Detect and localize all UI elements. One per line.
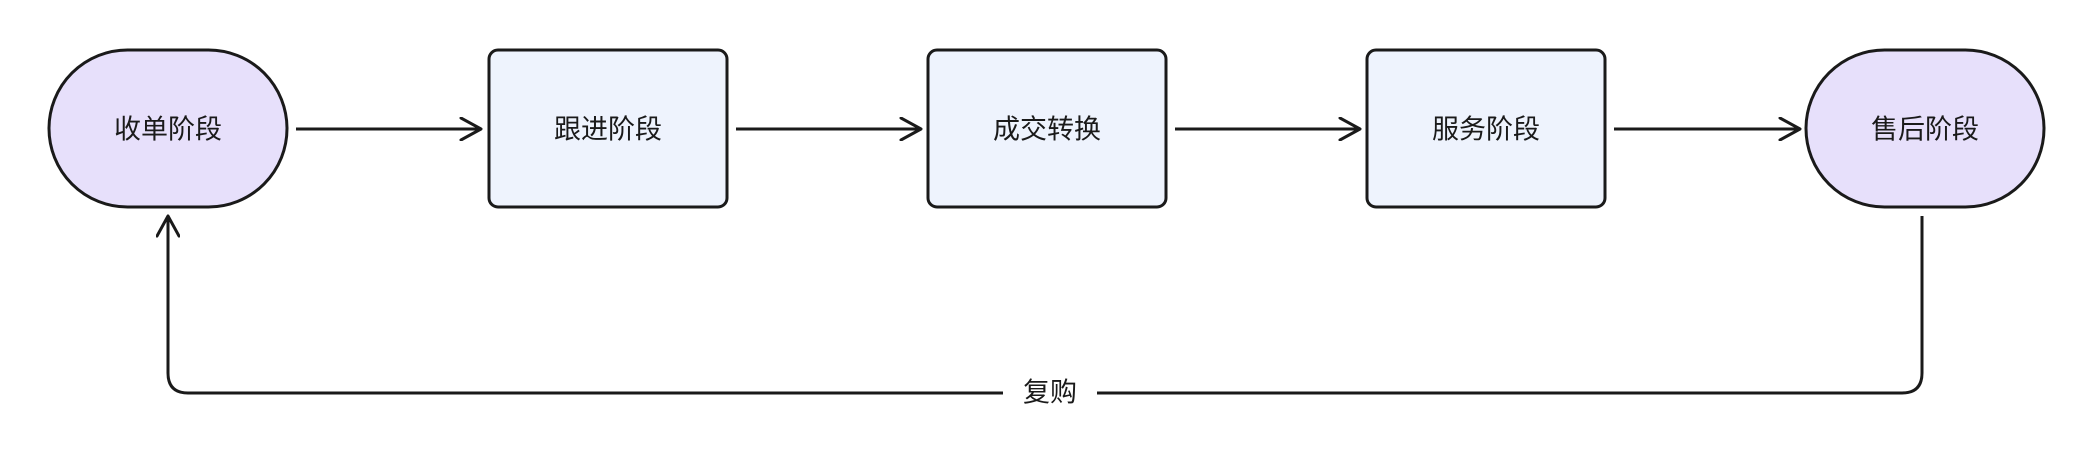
edge-label-repurchase: 复购	[1023, 378, 1077, 409]
node-conversion: 成交转换	[926, 48, 1168, 209]
node-conversion-label: 成交转换	[993, 115, 1101, 146]
node-service: 服务阶段	[1365, 48, 1607, 209]
node-collect: 收单阶段	[47, 48, 289, 209]
node-after-sales-label: 售后阶段	[1871, 115, 1979, 146]
node-after-sales-shape	[1804, 48, 2046, 209]
node-service-shape	[1365, 48, 1607, 209]
node-collect-label: 收单阶段	[114, 115, 222, 146]
node-follow-up: 跟进阶段	[487, 48, 729, 209]
edge-n5-n1-right-segment	[1097, 216, 1924, 395]
node-follow-up-shape	[487, 48, 729, 209]
edges: 复购	[168, 129, 1924, 409]
node-service-label: 服务阶段	[1432, 115, 1540, 146]
nodes: 收单阶段 跟进阶段 成交转换 服务阶段 售后阶段	[47, 48, 2046, 209]
edge-n5-n1-left-segment	[168, 216, 1003, 395]
node-collect-shape	[47, 48, 289, 209]
node-follow-up-label: 跟进阶段	[554, 115, 662, 146]
node-after-sales: 售后阶段	[1804, 48, 2046, 209]
node-conversion-shape	[926, 48, 1168, 209]
